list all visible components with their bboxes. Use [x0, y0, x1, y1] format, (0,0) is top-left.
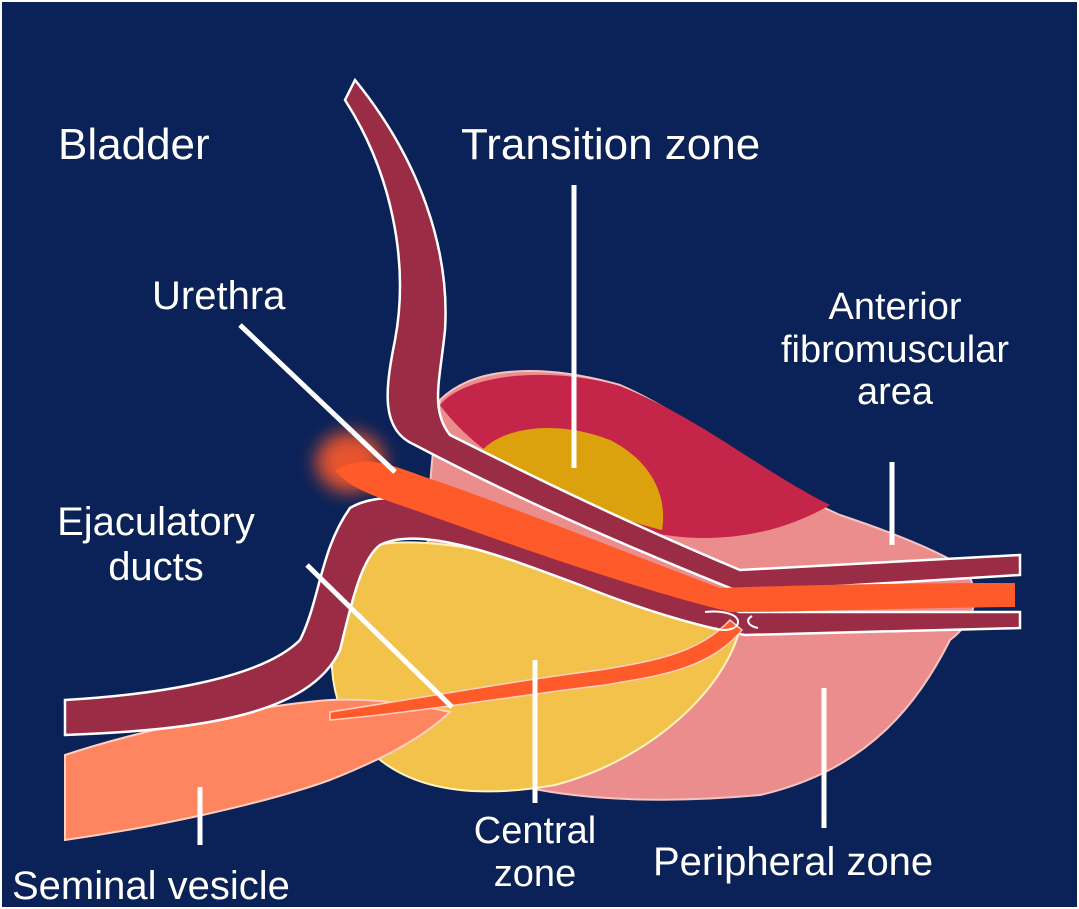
label-bladder: Bladder [58, 120, 210, 169]
label-anterior-line-2: fibromuscular [747, 329, 1043, 372]
label-anterior-line-1: Anterior [747, 286, 1043, 329]
label-ejaculatory-line-2: ducts [30, 545, 282, 590]
label-central-zone: Central zone [445, 810, 625, 895]
label-urethra: Urethra [152, 274, 285, 319]
label-ejaculatory-line-1: Ejaculatory [30, 500, 282, 545]
label-seminal-vesicle: Seminal vesicle [12, 864, 290, 909]
label-ejaculatory-ducts: Ejaculatory ducts [30, 500, 282, 590]
label-central-line-1: Central [445, 810, 625, 853]
label-central-line-2: zone [445, 853, 625, 896]
label-peripheral-zone: Peripheral zone [653, 840, 933, 885]
label-anterior-fibromuscular: Anterior fibromuscular area [747, 286, 1043, 414]
label-transition-zone: Transition zone [461, 120, 760, 169]
label-anterior-line-3: area [747, 371, 1043, 414]
